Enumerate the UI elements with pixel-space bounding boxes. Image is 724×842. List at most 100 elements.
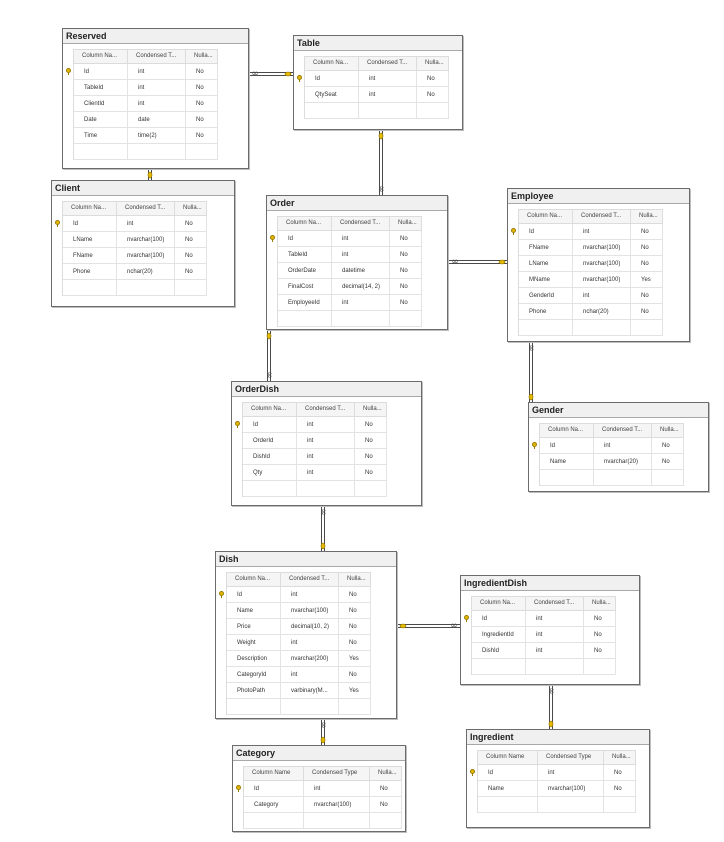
column-name-header[interactable]: Column Name	[478, 750, 538, 765]
column-name-header[interactable]: Column Na...	[63, 201, 117, 216]
relationship-reserved-table[interactable]	[249, 72, 293, 76]
empty-row[interactable]	[478, 797, 636, 813]
column-name-header[interactable]: Column Na...	[519, 209, 573, 224]
relationship-orderdish-dish[interactable]	[321, 506, 325, 551]
nullable-header[interactable]: Nulla...	[355, 402, 387, 417]
column-name-header[interactable]: Column Na...	[305, 56, 359, 71]
column-name-header[interactable]: Column Na...	[243, 402, 297, 417]
empty-row[interactable]	[227, 699, 371, 715]
column-name-header[interactable]: Column Na...	[227, 572, 281, 587]
column-name-header[interactable]: Column Na...	[540, 423, 594, 438]
nullable-header[interactable]: Nulla...	[370, 766, 402, 781]
condensed-type-header[interactable]: Condensed T...	[573, 209, 631, 224]
condensed-type-header[interactable]: Condensed Type	[304, 766, 370, 781]
relationship-order-employee[interactable]	[448, 260, 507, 264]
relationship-table-order[interactable]	[379, 130, 383, 195]
empty-row[interactable]	[472, 659, 616, 675]
column-name-header[interactable]: Column Na...	[472, 596, 526, 611]
condensed-type-header[interactable]: Condensed T...	[332, 216, 390, 231]
empty-row[interactable]	[74, 144, 218, 160]
condensed-type-header[interactable]: Condensed T...	[117, 201, 175, 216]
relationship-order-orderdish[interactable]	[267, 330, 271, 381]
column-name-header[interactable]: Column Name	[244, 766, 304, 781]
empty-row[interactable]	[540, 470, 684, 486]
relationship-ingredientdish-ingredient[interactable]	[549, 685, 553, 729]
empty-row[interactable]	[243, 481, 387, 497]
empty-row[interactable]	[63, 280, 207, 296]
column-name-header[interactable]: Column Na...	[74, 49, 128, 64]
nullable-header[interactable]: Nulla...	[631, 209, 663, 224]
empty-row[interactable]	[305, 103, 449, 119]
condensed-type-header[interactable]: Condensed T...	[297, 402, 355, 417]
empty-row[interactable]	[519, 320, 663, 336]
nullable-header[interactable]: Nulla...	[175, 201, 207, 216]
condensed-type-header[interactable]: Condensed T...	[128, 49, 186, 64]
empty-row[interactable]	[278, 311, 422, 327]
empty-row[interactable]	[244, 813, 402, 829]
condensed-type-header[interactable]: Condensed T...	[526, 596, 584, 611]
condensed-type-header[interactable]: Condensed T...	[359, 56, 417, 71]
nullable-header[interactable]: Nulla...	[339, 572, 371, 587]
nullable-header[interactable]: Nulla...	[390, 216, 422, 231]
condensed-type-header[interactable]: Condensed T...	[594, 423, 652, 438]
nullable-header[interactable]: Nulla...	[417, 56, 449, 71]
nullable-header[interactable]: Nulla...	[604, 750, 636, 765]
relationship-dish-category[interactable]	[321, 719, 325, 745]
column-name-header[interactable]: Column Na...	[278, 216, 332, 231]
relationship-dish-ingredientdish[interactable]	[397, 624, 460, 628]
relationship-reserved-client[interactable]	[148, 169, 152, 180]
nullable-header[interactable]: Nulla...	[584, 596, 616, 611]
nullable-header[interactable]: Nulla...	[652, 423, 684, 438]
nullable-header[interactable]: Nulla...	[186, 49, 218, 64]
condensed-type-header[interactable]: Condensed Type	[538, 750, 604, 765]
